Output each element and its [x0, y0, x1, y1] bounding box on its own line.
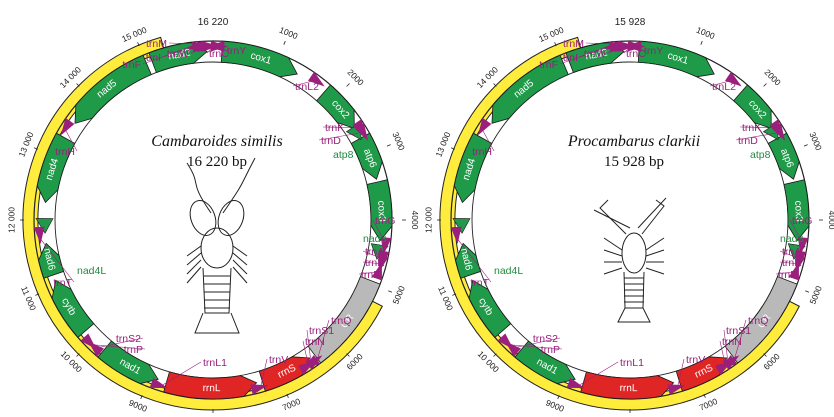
tick-mark [804, 145, 808, 147]
gene-rrnl-label: rrnL [203, 383, 221, 394]
tick-9000: 9000 [544, 397, 566, 413]
crayfish-illustration-2 [594, 198, 666, 322]
label-trnd: trnD [321, 135, 341, 147]
species-name: Cambaroides similis [151, 133, 282, 150]
tick-3000: 3000 [807, 131, 824, 153]
label-trny: trnY [227, 45, 246, 57]
tick-mark [388, 291, 392, 292]
tick-3000: 3000 [390, 131, 407, 153]
tick-7000: 7000 [281, 396, 303, 413]
tick-13000: 13 000 [16, 130, 35, 158]
tick-1000: 1000 [278, 25, 300, 41]
genome-length: 15 928 bp [604, 154, 664, 170]
label-trnt: trnT [470, 277, 489, 289]
label-nad4l: nad4L [494, 265, 523, 277]
label-trnh: trnH [472, 146, 492, 158]
label-trnn: trnN [722, 336, 742, 348]
tick-1000: 1000 [695, 25, 717, 41]
tick-7000: 7000 [698, 396, 720, 413]
label-trnm: trnM [563, 38, 584, 50]
label-trnf: trnF [122, 59, 141, 71]
label-trnw: trnW [167, 48, 189, 60]
label-trnd: trnD [738, 135, 758, 147]
tick-5000: 5000 [807, 284, 823, 306]
genome-length: 16 220 bp [187, 154, 247, 170]
label-trne: trnE [361, 269, 380, 281]
tick-mark [284, 41, 285, 45]
label-trnv: trnV [269, 354, 288, 366]
label-trnk: trnK [742, 122, 761, 134]
tick-13000: 13 000 [433, 130, 452, 158]
label-trng: trnG [375, 215, 395, 227]
label-trnl1: trnL1 [203, 357, 227, 369]
label-atp8: atp8 [333, 149, 354, 161]
label-trnc: trnC [209, 48, 229, 60]
label-trnr: trnR [365, 257, 385, 269]
label-trnp: trnP [541, 344, 560, 356]
label-trnw: trnW [584, 48, 606, 60]
label-nad3: nad3 [780, 233, 804, 245]
tick-mark [347, 84, 350, 87]
tick-mark [387, 145, 391, 147]
label-trnh: trnH [55, 146, 75, 158]
label-trnn: trnN [305, 336, 325, 348]
label-trnl2: trnL2 [295, 81, 319, 93]
label-nad3: nad3 [363, 233, 387, 245]
label-trni: trnI [146, 52, 161, 64]
tick-5000: 5000 [390, 284, 406, 306]
tick-4000: 4000 [410, 211, 420, 230]
label-trni: trnI [563, 52, 578, 64]
label-trnc: trnC [626, 48, 646, 60]
tick-mark [701, 41, 702, 45]
label-nad4l: nad4L [77, 265, 106, 277]
label-trnf: trnF [539, 59, 558, 71]
tick-12000: 12 000 [423, 207, 433, 233]
label-trng: trnG [792, 215, 812, 227]
total-length-tick: 16 220 [198, 17, 229, 28]
label-trnv: trnV [686, 354, 705, 366]
tick-9000: 9000 [127, 397, 149, 413]
tick-15000: 15 000 [537, 25, 565, 44]
label-trnp: trnP [124, 344, 143, 356]
label-trnm: trnM [146, 38, 167, 50]
label-trny: trnY [644, 45, 663, 57]
label-trnt: trnT [53, 277, 72, 289]
tick-15000: 15 000 [120, 25, 148, 44]
tick-12000: 12 000 [6, 207, 16, 233]
total-length-tick: 15 928 [615, 17, 646, 28]
crayfish-illustration-1 [186, 158, 255, 333]
label-atp8: atp8 [750, 149, 771, 161]
tick-mark [805, 291, 809, 292]
label-trnk: trnK [325, 122, 344, 134]
label-trnl1: trnL1 [620, 357, 644, 369]
label-trne: trnE [778, 269, 797, 281]
label-trnl2: trnL2 [712, 81, 736, 93]
label-trnr: trnR [782, 257, 802, 269]
tick-4000: 4000 [827, 211, 834, 230]
gene-rrnl-label: rrnL [620, 383, 638, 394]
species-name: Procambarus clarkii [567, 133, 700, 150]
tick-mark [764, 84, 767, 87]
